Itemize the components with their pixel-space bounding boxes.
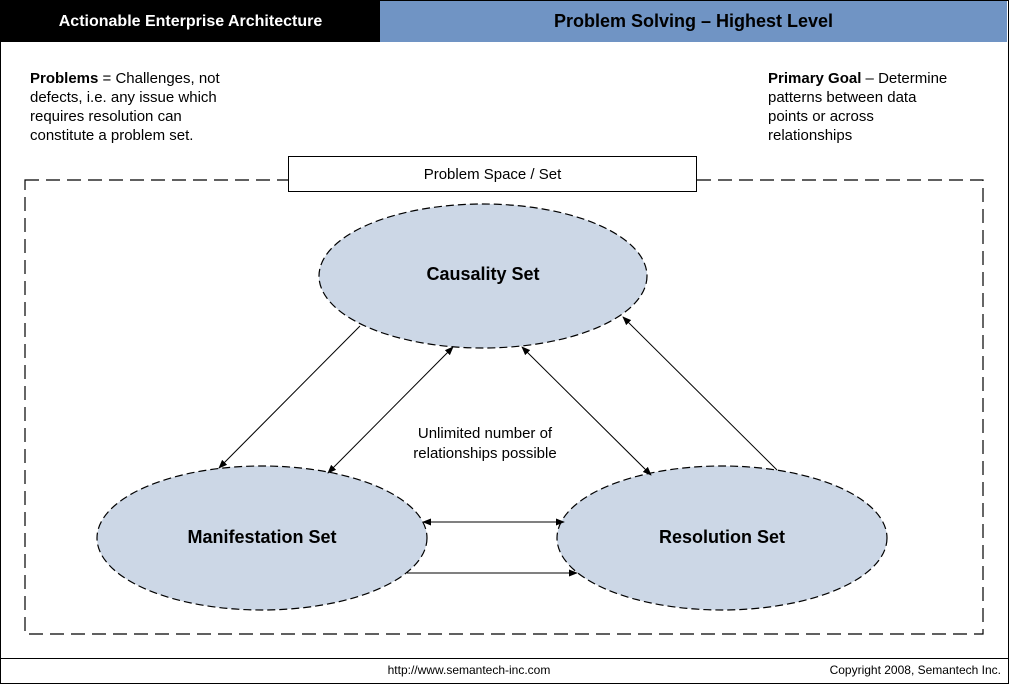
goal-note: Primary Goal – Determine patterns betwee… <box>768 69 947 145</box>
goal-line4: relationships <box>768 127 853 144</box>
problem-space-boundary <box>24 179 984 635</box>
problems-note: Problems = Challenges, not defects, i.e.… <box>30 69 220 145</box>
problem-space-label: Problem Space / Set <box>288 156 697 192</box>
causality-label: Causality Set <box>426 264 540 284</box>
arrow-causality-to-manifestation <box>218 325 361 469</box>
causality-ellipse <box>318 203 648 349</box>
manifestation-label: Manifestation Set <box>187 527 337 547</box>
problems-line3: requires resolution can <box>30 108 182 125</box>
goal-term: Primary Goal <box>768 70 862 87</box>
problems-line1: = Challenges, not <box>98 70 220 87</box>
problems-term: Problems <box>30 70 99 87</box>
problems-line4: constitute a problem set. <box>30 127 194 144</box>
resolution-ellipse <box>556 465 888 611</box>
header-left-title: Actionable Enterprise Architecture <box>1 1 380 42</box>
relationships-note: Unlimited number of relationships possib… <box>385 424 585 464</box>
header-right-title: Problem Solving – Highest Level <box>380 1 1007 42</box>
arrow-causality-resolution-bidirectional <box>521 346 652 476</box>
resolution-label: Resolution Set <box>658 527 785 547</box>
relationships-line1: Unlimited number of <box>417 425 553 442</box>
footer-url: http://www.semantech-inc.com <box>387 663 551 677</box>
manifestation-ellipse <box>96 465 428 611</box>
goal-line2: patterns between data <box>768 89 917 106</box>
footer-divider <box>1 658 1008 659</box>
goal-line3: points or across <box>768 108 874 125</box>
arrow-manifestation-causality-bidirectional <box>327 346 454 474</box>
relationships-line2: relationships possible <box>413 445 557 462</box>
goal-line1: – Determine <box>861 70 948 87</box>
arrow-resolution-to-causality <box>622 316 778 471</box>
footer-copyright: Copyright 2008, Semantech Inc. <box>829 663 1001 677</box>
problems-line2: defects, i.e. any issue which <box>30 89 217 106</box>
